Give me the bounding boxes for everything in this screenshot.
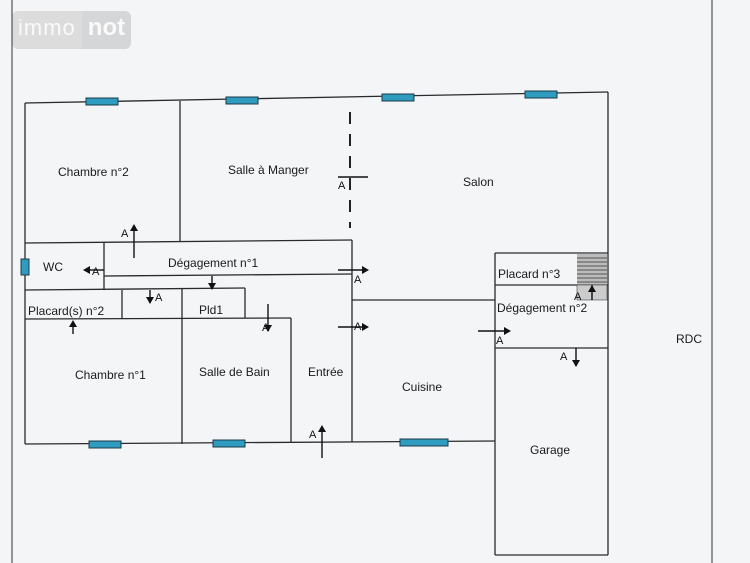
immonot-watermark-logo: immo not xyxy=(12,11,132,49)
marker-a: A xyxy=(121,228,129,240)
room-label-degagement1: Dégagement n°1 xyxy=(168,256,259,270)
marker-a: A xyxy=(574,291,582,303)
section-marker-labels: A A A A A A A A A A A xyxy=(92,180,582,441)
marker-a: A xyxy=(309,429,317,441)
room-label-degagement2: Dégagement n°2 xyxy=(497,301,588,315)
outer-walls xyxy=(24,91,609,556)
arrow-heads xyxy=(69,224,596,432)
interior-walls xyxy=(24,101,608,444)
room-label-salle-a-manger: Salle à Manger xyxy=(228,163,309,177)
watermark-text-not: not xyxy=(81,11,132,49)
section-arrows xyxy=(72,176,593,458)
marker-a: A xyxy=(262,322,270,334)
room-label-cuisine: Cuisine xyxy=(402,380,442,394)
level-label: RDC xyxy=(676,332,702,346)
room-label-chambre1: Chambre n°1 xyxy=(75,368,146,382)
window xyxy=(212,439,246,448)
window xyxy=(225,96,259,105)
room-label-salle-de-bain: Salle de Bain xyxy=(199,365,270,379)
marker-a: A xyxy=(338,180,346,192)
window xyxy=(88,440,122,449)
room-label-garage: Garage xyxy=(530,443,570,457)
placard3-hatch-lines xyxy=(577,257,607,283)
room-label-entree: Entrée xyxy=(308,365,344,379)
marker-a: A xyxy=(354,321,362,333)
room-label-chambre2: Chambre n°2 xyxy=(58,165,129,179)
window xyxy=(524,90,558,99)
marker-a: A xyxy=(560,351,568,363)
window xyxy=(85,97,119,106)
watermark-text-immo: immo xyxy=(12,11,82,49)
room-label-placard3: Placard n°3 xyxy=(498,267,560,281)
marker-a: A xyxy=(496,335,504,347)
marker-a: A xyxy=(92,266,100,278)
room-label-placard2: Placard(s) n°2 xyxy=(28,304,104,318)
window xyxy=(20,258,30,276)
marker-a: A xyxy=(155,292,163,304)
placard3-hatch xyxy=(577,254,607,284)
window xyxy=(381,93,415,102)
room-label-pld1: Pld1 xyxy=(199,303,223,317)
marker-a: A xyxy=(354,274,362,286)
room-label-salon: Salon xyxy=(463,175,494,189)
window xyxy=(399,438,449,447)
room-label-wc: WC xyxy=(43,260,63,274)
